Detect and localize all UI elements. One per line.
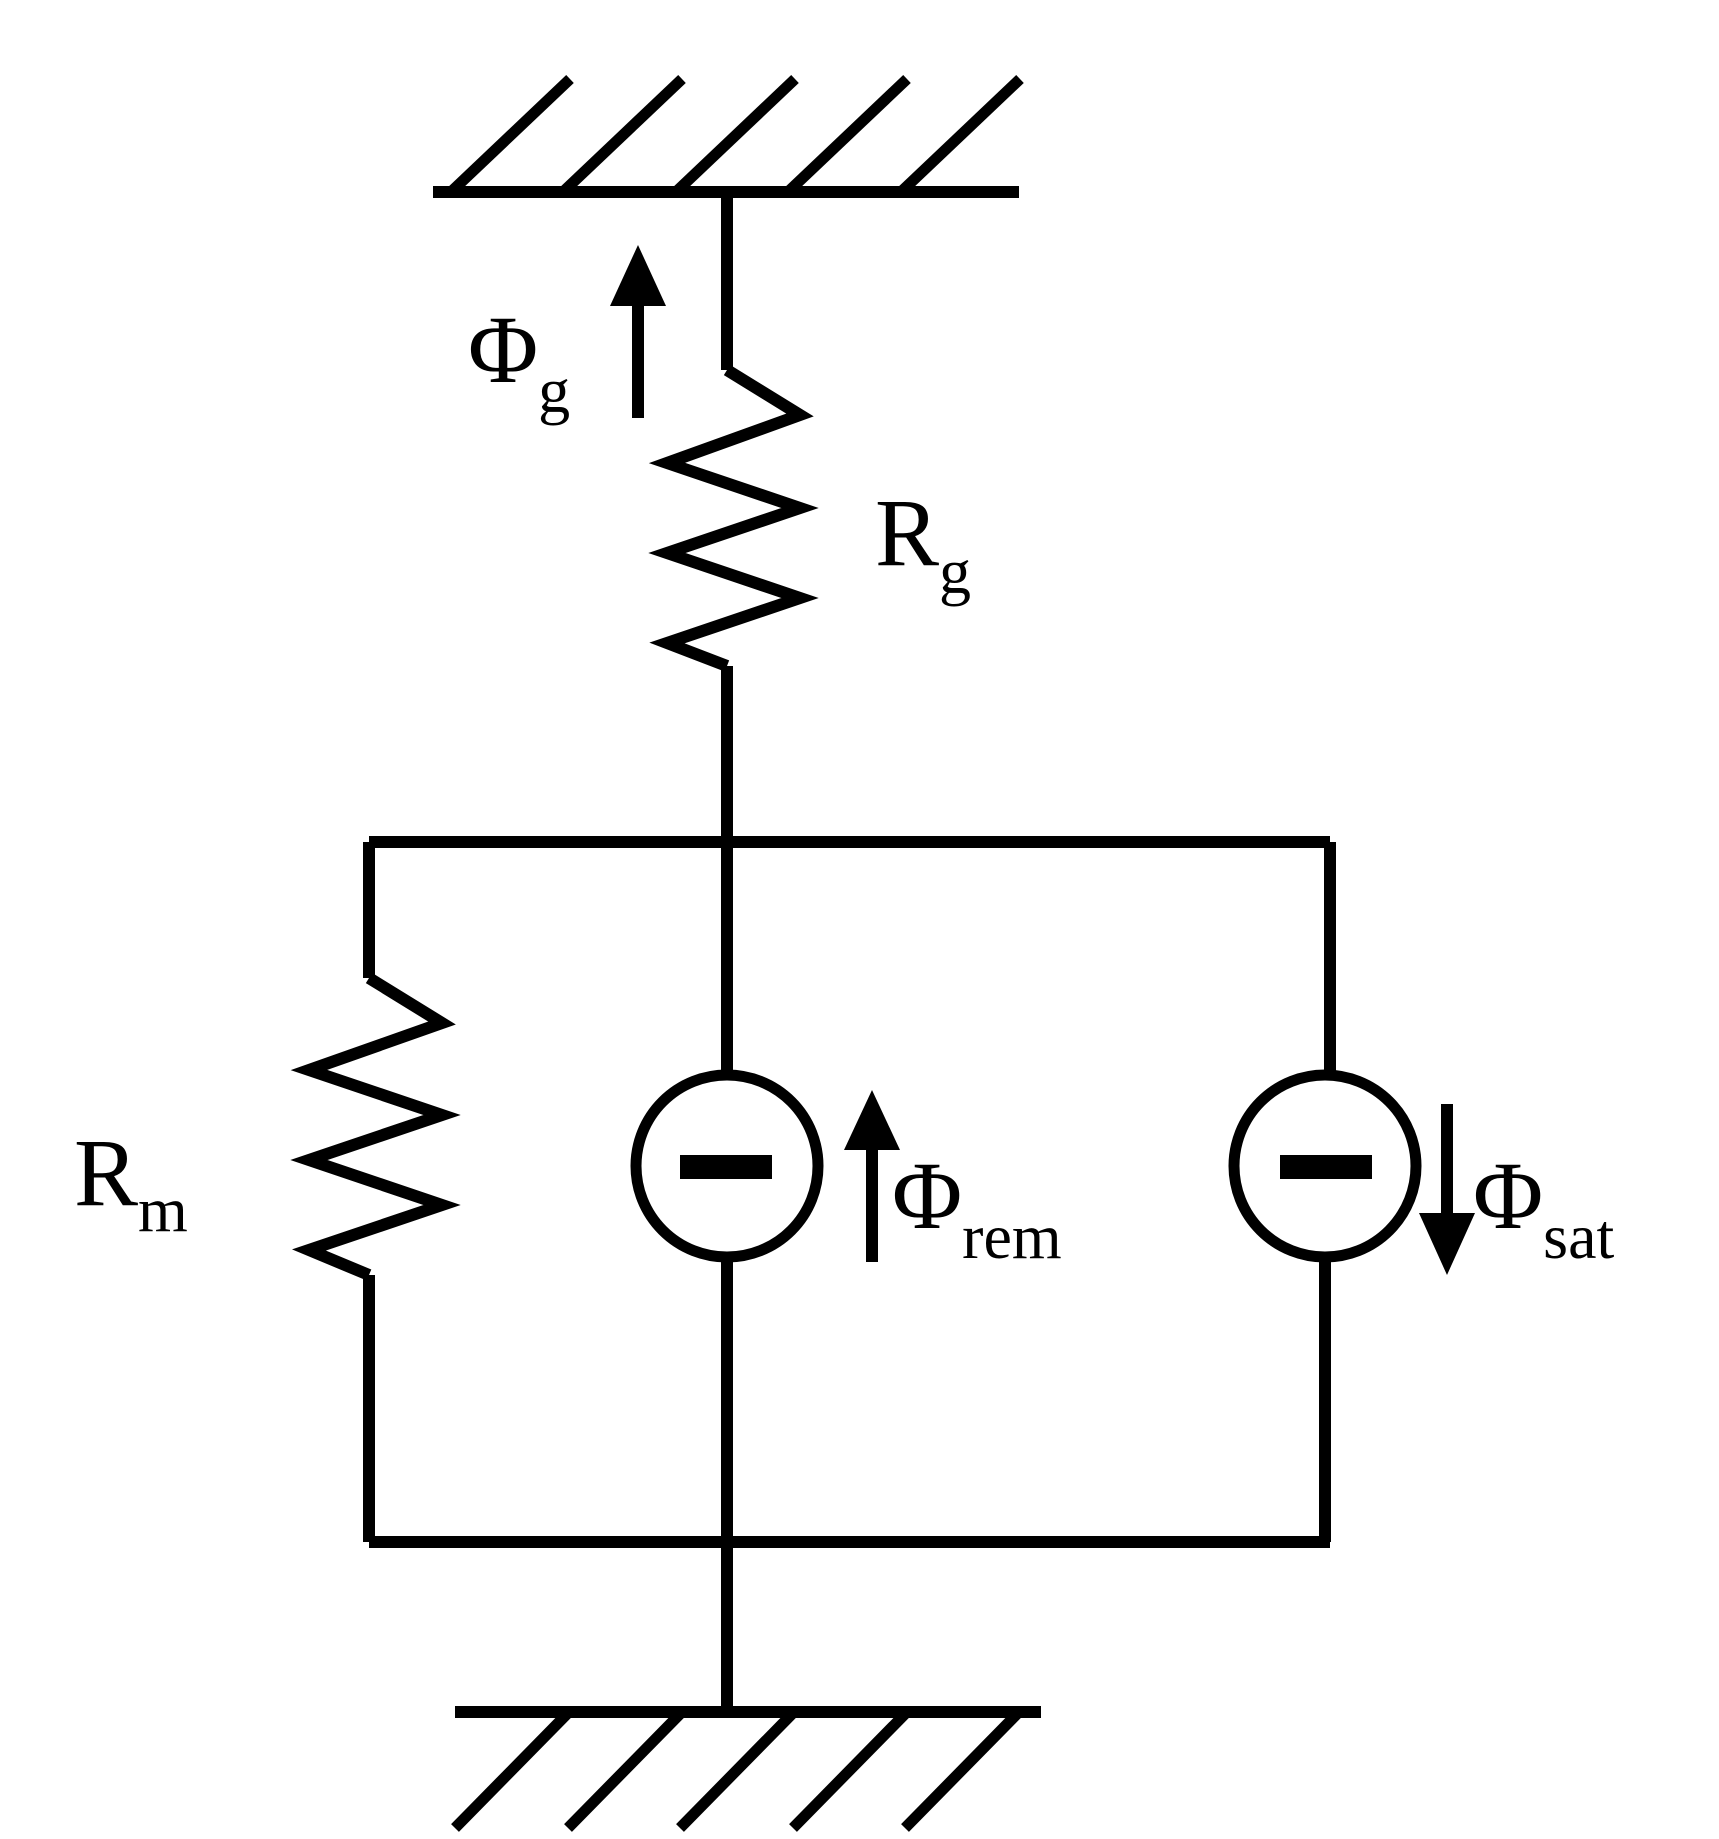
phi-g-label: Φg: [468, 296, 570, 426]
phi-g-arrow: [610, 245, 666, 418]
phi-sat-label: Φsat: [1473, 1142, 1614, 1272]
left-branch-rm: [290, 842, 461, 1542]
flux-source-rem-minus: [680, 1155, 772, 1179]
reluctance-rm-zigzag: [290, 972, 461, 1281]
top-ground-symbol: [433, 75, 1024, 198]
rg-label: Rg: [875, 479, 971, 607]
busbars: [369, 836, 1330, 1548]
bottom-ground-symbol: [451, 1706, 1041, 1832]
phi-rem-arrow: [844, 1090, 900, 1262]
phi-rem-label: Φrem: [892, 1142, 1062, 1272]
flux-source-sat-minus: [1280, 1155, 1372, 1179]
upper-branch-wire: [648, 192, 819, 842]
right-branch-phi-sat: [1228, 842, 1422, 1542]
middle-branch-phi-rem: [630, 842, 824, 1542]
phi-sat-arrow: [1419, 1104, 1475, 1275]
rm-label: Rm: [74, 1119, 188, 1245]
reluctance-rg-zigzag: [648, 364, 819, 672]
